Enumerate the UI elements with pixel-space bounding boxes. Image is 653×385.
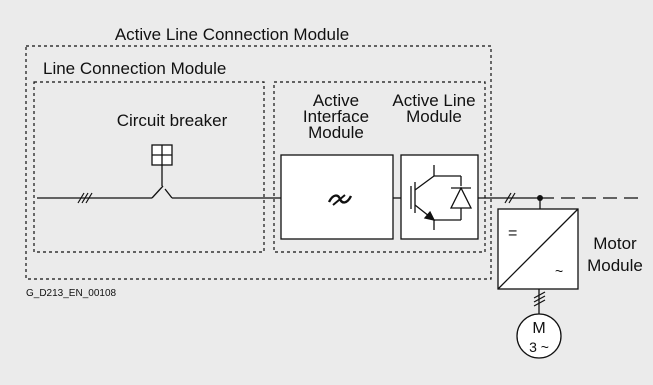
active-line-module-label: Active Line Module [392, 91, 475, 126]
three-phase-marker-motor [533, 291, 546, 307]
motor-module-label: Motor Module [587, 234, 643, 275]
svg-text:Module: Module [587, 256, 643, 275]
active-modules-frame [273, 81, 486, 253]
circuit-breaker-symbol [151, 144, 173, 199]
inverter-diagonal [497, 208, 579, 290]
line-connection-module-frame [33, 81, 265, 253]
line-connection-module-label: Line Connection Module [43, 59, 226, 78]
igbt-symbol [410, 165, 461, 230]
svg-text:Active Line: Active Line [392, 91, 475, 110]
active-line-module-box [400, 154, 479, 240]
active-line-connection-module-label: Active Line Connection Module [115, 25, 349, 44]
dc-marker [504, 192, 516, 204]
svg-text:Interface: Interface [303, 107, 369, 126]
circuit-breaker-label: Circuit breaker [117, 111, 228, 130]
svg-text:Motor: Motor [593, 234, 637, 253]
active-interface-module-box [280, 154, 394, 240]
svg-text:Module: Module [308, 123, 364, 142]
figure-id: G_D213_EN_00108 [26, 288, 117, 299]
three-phase-marker-left [77, 192, 93, 204]
motor-symbol [516, 313, 562, 359]
diode-symbol [449, 176, 473, 220]
motor-label-phase: 3 ~ [529, 339, 549, 355]
dc-symbol: = [508, 225, 517, 242]
svg-text:Active: Active [313, 91, 359, 110]
ac-symbol: ~ [555, 263, 563, 279]
motor-label-m: M [532, 320, 545, 337]
svg-text:Module: Module [406, 107, 462, 126]
active-line-connection-module-frame [25, 45, 492, 280]
active-interface-module-label: Active Interface Module [303, 91, 369, 142]
filter-symbol-stroke [332, 194, 346, 206]
